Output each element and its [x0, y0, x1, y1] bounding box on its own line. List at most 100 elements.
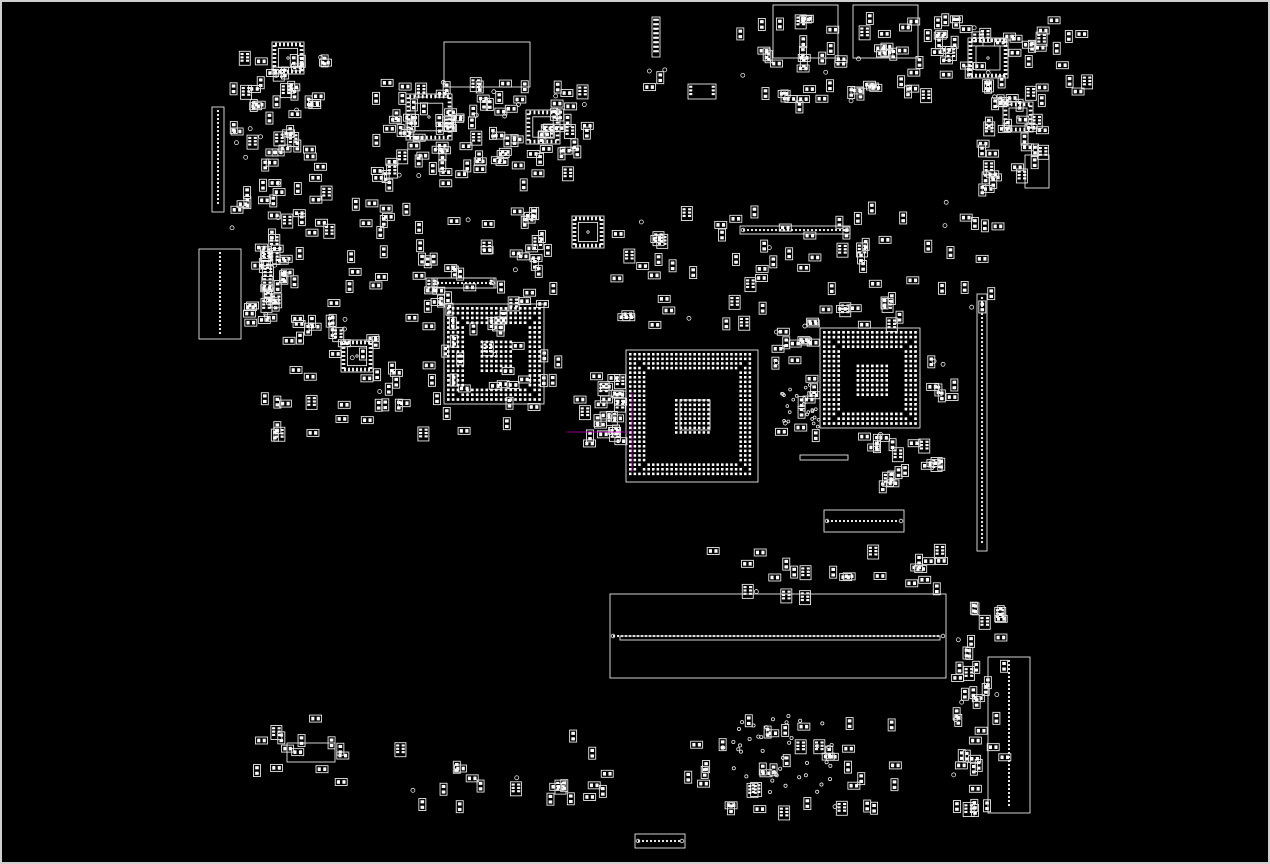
passive-outline: [481, 219, 495, 228]
pad: [477, 132, 481, 135]
small-ic: [1037, 144, 1050, 160]
bga-ball: [880, 393, 884, 397]
bga-ball: [670, 366, 673, 370]
pad: [299, 42, 301, 47]
connector-pin: [641, 839, 645, 843]
bga-ball: [661, 362, 664, 365]
pad: [1000, 755, 1004, 760]
passive-outline: [940, 45, 954, 54]
pad: [837, 802, 841, 806]
passive-component: [570, 138, 579, 152]
connector-pin: [1007, 679, 1011, 683]
pad: [589, 783, 594, 788]
passive-outline: [527, 403, 541, 411]
pad: [630, 254, 634, 257]
pad: [621, 406, 625, 409]
passive-outline: [554, 355, 563, 369]
pad: [760, 25, 764, 29]
passive-component: [842, 226, 851, 240]
pad: [771, 257, 776, 261]
pad: [465, 161, 470, 165]
passive-outline: [907, 17, 921, 26]
pad: [401, 751, 405, 754]
pad: [831, 573, 835, 577]
pad: [444, 83, 449, 87]
passive-outline: [438, 159, 447, 172]
passive-outline: [553, 80, 562, 94]
bga-ball: [861, 340, 865, 344]
bga-ball: [827, 403, 831, 406]
bga-ball: [638, 389, 641, 393]
passive-outline: [497, 280, 506, 294]
bga-ball: [528, 311, 532, 315]
pad: [734, 255, 738, 259]
pad: [952, 380, 957, 384]
passive-outline: [590, 372, 604, 381]
passive-component: [610, 274, 624, 283]
passive-component: [853, 211, 862, 225]
pad: [476, 82, 481, 85]
via-hole: [679, 838, 685, 844]
bga-ball: [823, 359, 826, 363]
passive-outline: [762, 48, 771, 62]
pad: [773, 731, 778, 736]
pad: [275, 242, 279, 245]
pad: [275, 213, 279, 218]
pad: [447, 101, 452, 104]
pad: [291, 61, 296, 65]
pad: [1033, 151, 1037, 155]
passive-component: [727, 802, 735, 816]
pad: [352, 367, 354, 372]
ic-outline: [794, 739, 807, 755]
bga-ball: [533, 369, 537, 373]
pad: [823, 96, 827, 101]
connector-pin: [980, 340, 984, 344]
pad: [572, 235, 577, 237]
pad: [232, 207, 236, 212]
pad: [916, 567, 920, 571]
bga-ball: [519, 311, 522, 315]
connector-pin: [980, 384, 984, 388]
pad: [418, 246, 422, 250]
bga-ball: [748, 472, 752, 476]
pad: [989, 294, 994, 298]
pad: [333, 336, 338, 339]
small-ic: [920, 88, 933, 104]
pad: [289, 131, 293, 136]
pad: [925, 577, 929, 582]
passive-outline: [969, 762, 978, 776]
pad: [975, 38, 977, 43]
pad: [383, 400, 388, 404]
pad: [378, 233, 383, 237]
pad: [1082, 83, 1086, 86]
pad: [517, 790, 521, 793]
passive-component: [775, 17, 784, 31]
bga-ball: [466, 398, 469, 401]
passive-outline: [969, 601, 978, 615]
pad: [947, 395, 951, 399]
via-hole: [731, 739, 736, 744]
pad: [416, 162, 421, 166]
pad: [806, 570, 810, 573]
pad: [805, 56, 809, 60]
pad: [422, 91, 426, 94]
bga-ball: [514, 321, 517, 325]
pad: [504, 152, 508, 156]
pad: [813, 431, 818, 435]
pad: [441, 790, 446, 794]
passive-component: [252, 100, 266, 109]
passive-component: [974, 726, 988, 735]
passive-outline: [941, 13, 950, 27]
passive-outline: [289, 366, 303, 374]
passive-component: [815, 94, 829, 103]
bga-ball: [675, 362, 678, 365]
passive-component: [1035, 83, 1049, 92]
pad: [602, 402, 606, 407]
pad: [682, 214, 686, 217]
passive-component: [511, 341, 525, 350]
pad: [590, 795, 594, 799]
pad: [512, 137, 516, 142]
bga-ball: [748, 371, 752, 374]
